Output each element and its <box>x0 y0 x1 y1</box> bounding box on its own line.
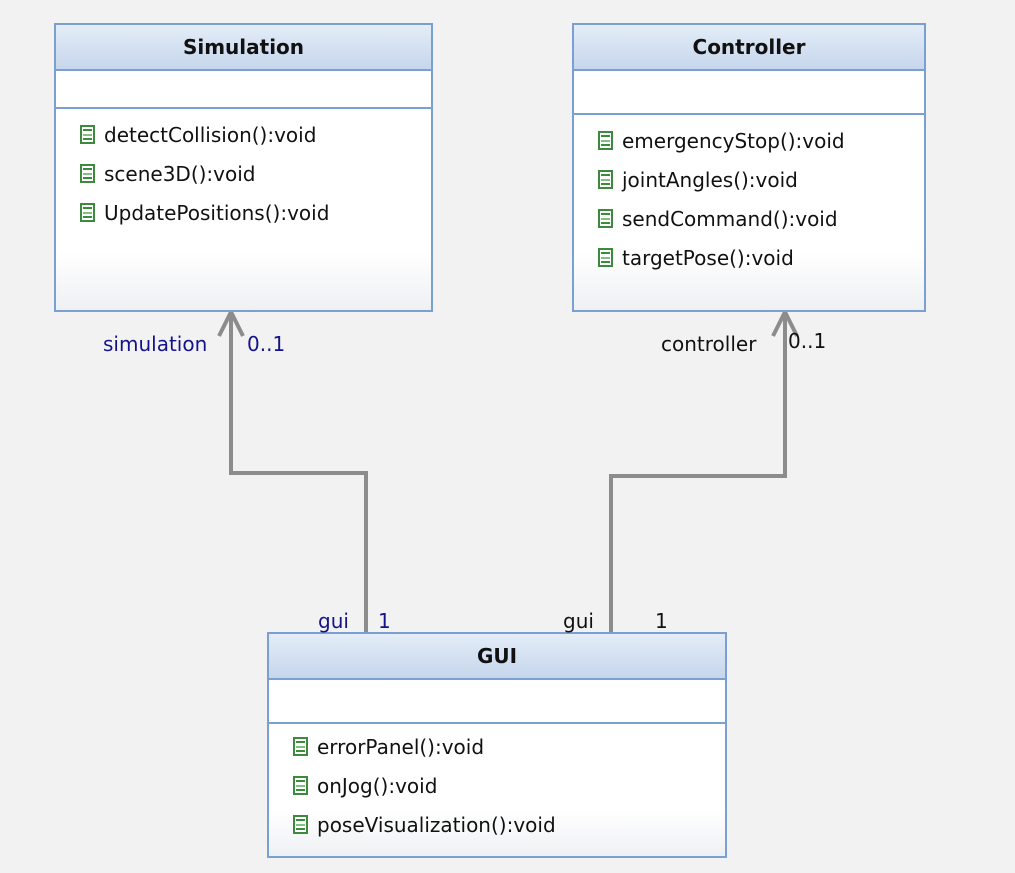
operation-label: onJog():void <box>317 773 438 798</box>
role-label-controller: controller <box>661 332 757 356</box>
class-simulation[interactable]: Simulation detectCollision():void scene3… <box>54 23 433 312</box>
operation-label: scene3D():void <box>104 161 256 186</box>
class-name: Controller <box>574 25 924 71</box>
operation-label: UpdatePositions():void <box>104 200 330 225</box>
operations-compartment: errorPanel():void onJog():void poseVisua… <box>269 724 725 844</box>
attributes-compartment <box>56 71 431 109</box>
operation-item[interactable]: jointAngles():void <box>598 160 924 199</box>
multiplicity-label-gui-simulation: 1 <box>378 609 391 633</box>
role-label-gui-simulation: gui <box>318 609 349 633</box>
class-controller[interactable]: Controller emergencyStop():void jointAng… <box>572 23 926 312</box>
role-label-simulation: simulation <box>103 332 208 356</box>
operation-icon <box>598 170 613 189</box>
operation-item[interactable]: scene3D():void <box>80 154 431 193</box>
operation-item[interactable]: targetPose():void <box>598 238 924 277</box>
association-gui-simulation[interactable] <box>229 312 368 634</box>
operation-label: poseVisualization():void <box>317 812 556 837</box>
operation-item[interactable]: UpdatePositions():void <box>80 193 431 232</box>
operation-icon <box>293 815 308 834</box>
class-name: Simulation <box>56 25 431 71</box>
attributes-compartment <box>574 71 924 115</box>
operations-compartment: emergencyStop():void jointAngles():void … <box>574 115 924 277</box>
operation-icon <box>80 125 95 144</box>
navigability-arrow-controller <box>771 307 799 337</box>
operation-icon <box>293 776 308 795</box>
operation-label: errorPanel():void <box>317 734 485 759</box>
operation-label: targetPose():void <box>622 245 794 270</box>
operation-icon <box>598 131 613 150</box>
class-name: GUI <box>269 634 725 680</box>
operation-icon <box>598 209 613 228</box>
association-gui-controller[interactable] <box>609 312 787 634</box>
operation-item[interactable]: emergencyStop():void <box>598 121 924 160</box>
operation-item[interactable]: poseVisualization():void <box>293 805 725 844</box>
operation-item[interactable]: errorPanel():void <box>293 727 725 766</box>
multiplicity-label-controller: 0..1 <box>788 329 827 353</box>
class-gui[interactable]: GUI errorPanel():void onJog():void poseV… <box>267 632 727 858</box>
operation-item[interactable]: onJog():void <box>293 766 725 805</box>
operation-icon <box>598 248 613 267</box>
role-label-gui-controller: gui <box>563 609 594 633</box>
operation-label: detectCollision():void <box>104 122 317 147</box>
multiplicity-label-gui-controller: 1 <box>655 609 668 633</box>
operations-compartment: detectCollision():void scene3D():void Up… <box>56 109 431 232</box>
operation-icon <box>293 737 308 756</box>
multiplicity-label-simulation: 0..1 <box>247 332 286 356</box>
operation-icon <box>80 203 95 222</box>
navigability-arrow-simulation <box>217 307 245 337</box>
operation-label: sendCommand():void <box>622 206 838 231</box>
operation-label: emergencyStop():void <box>622 128 845 153</box>
operation-icon <box>80 164 95 183</box>
attributes-compartment <box>269 680 725 724</box>
operation-item[interactable]: detectCollision():void <box>80 115 431 154</box>
operation-item[interactable]: sendCommand():void <box>598 199 924 238</box>
operation-label: jointAngles():void <box>622 167 798 192</box>
